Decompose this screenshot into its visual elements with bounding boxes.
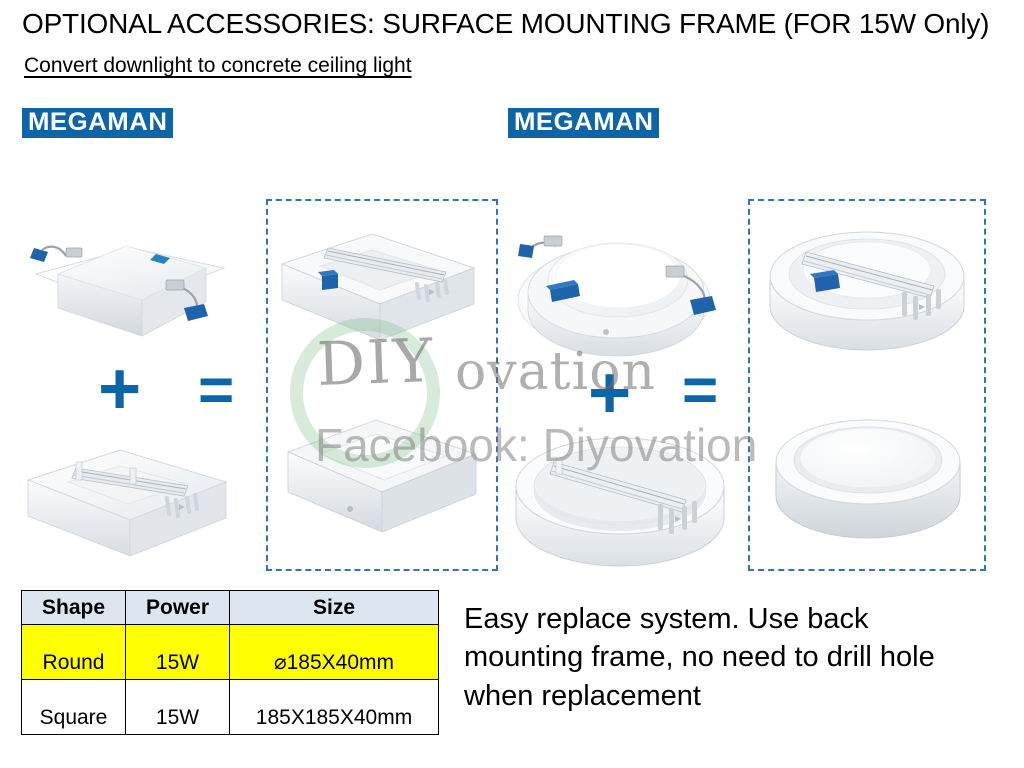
megaman-logo-text: MEGAMAN — [513, 108, 654, 136]
spec-table: Shape Power Size Round 15W ⌀185X40mm Squ… — [21, 590, 439, 735]
square-assembly-exploded-image — [276, 214, 490, 374]
cell-shape: Square — [21, 679, 126, 735]
square-assembled-light-image — [280, 396, 488, 562]
cell-size: 185X185X40mm — [229, 679, 439, 735]
round-assembled-light-image — [768, 390, 968, 556]
round-downlight-image — [502, 196, 740, 378]
column-header-shape: Shape — [21, 590, 126, 625]
megaman-logo-left: MEGAMAN — [22, 108, 174, 138]
cell-power: 15W — [125, 679, 230, 735]
square-downlight-image — [14, 196, 256, 376]
equals-sign-square: = — [198, 356, 235, 425]
page-title: OPTIONAL ACCESSORIES: SURFACE MOUNTING F… — [22, 8, 990, 39]
plus-sign-square: + — [98, 347, 142, 430]
round-mounting-frame-image — [500, 424, 740, 582]
description-note: Easy replace system. Use back mounting f… — [464, 603, 935, 712]
result-box-round — [748, 199, 986, 571]
equals-sign-round: = — [682, 356, 719, 425]
page-subtitle: Convert downlight to concrete ceiling li… — [24, 54, 412, 77]
square-mounting-frame-image — [14, 424, 256, 584]
cell-power: 15W — [125, 624, 230, 680]
round-assembly-exploded-image — [760, 220, 974, 370]
cell-shape: Round — [21, 624, 126, 680]
column-header-power: Power — [125, 590, 230, 625]
cell-size: ⌀185X40mm — [229, 624, 439, 680]
megaman-logo-text: MEGAMAN — [27, 108, 168, 136]
plus-sign-round: + — [588, 351, 632, 434]
table-header-row: Shape Power Size — [21, 590, 439, 625]
table-row: Square 15W 185X185X40mm — [21, 679, 439, 735]
table-row: Round 15W ⌀185X40mm — [21, 624, 439, 680]
result-box-square — [266, 199, 498, 571]
megaman-logo-right: MEGAMAN — [508, 108, 660, 138]
column-header-size: Size — [229, 590, 439, 625]
